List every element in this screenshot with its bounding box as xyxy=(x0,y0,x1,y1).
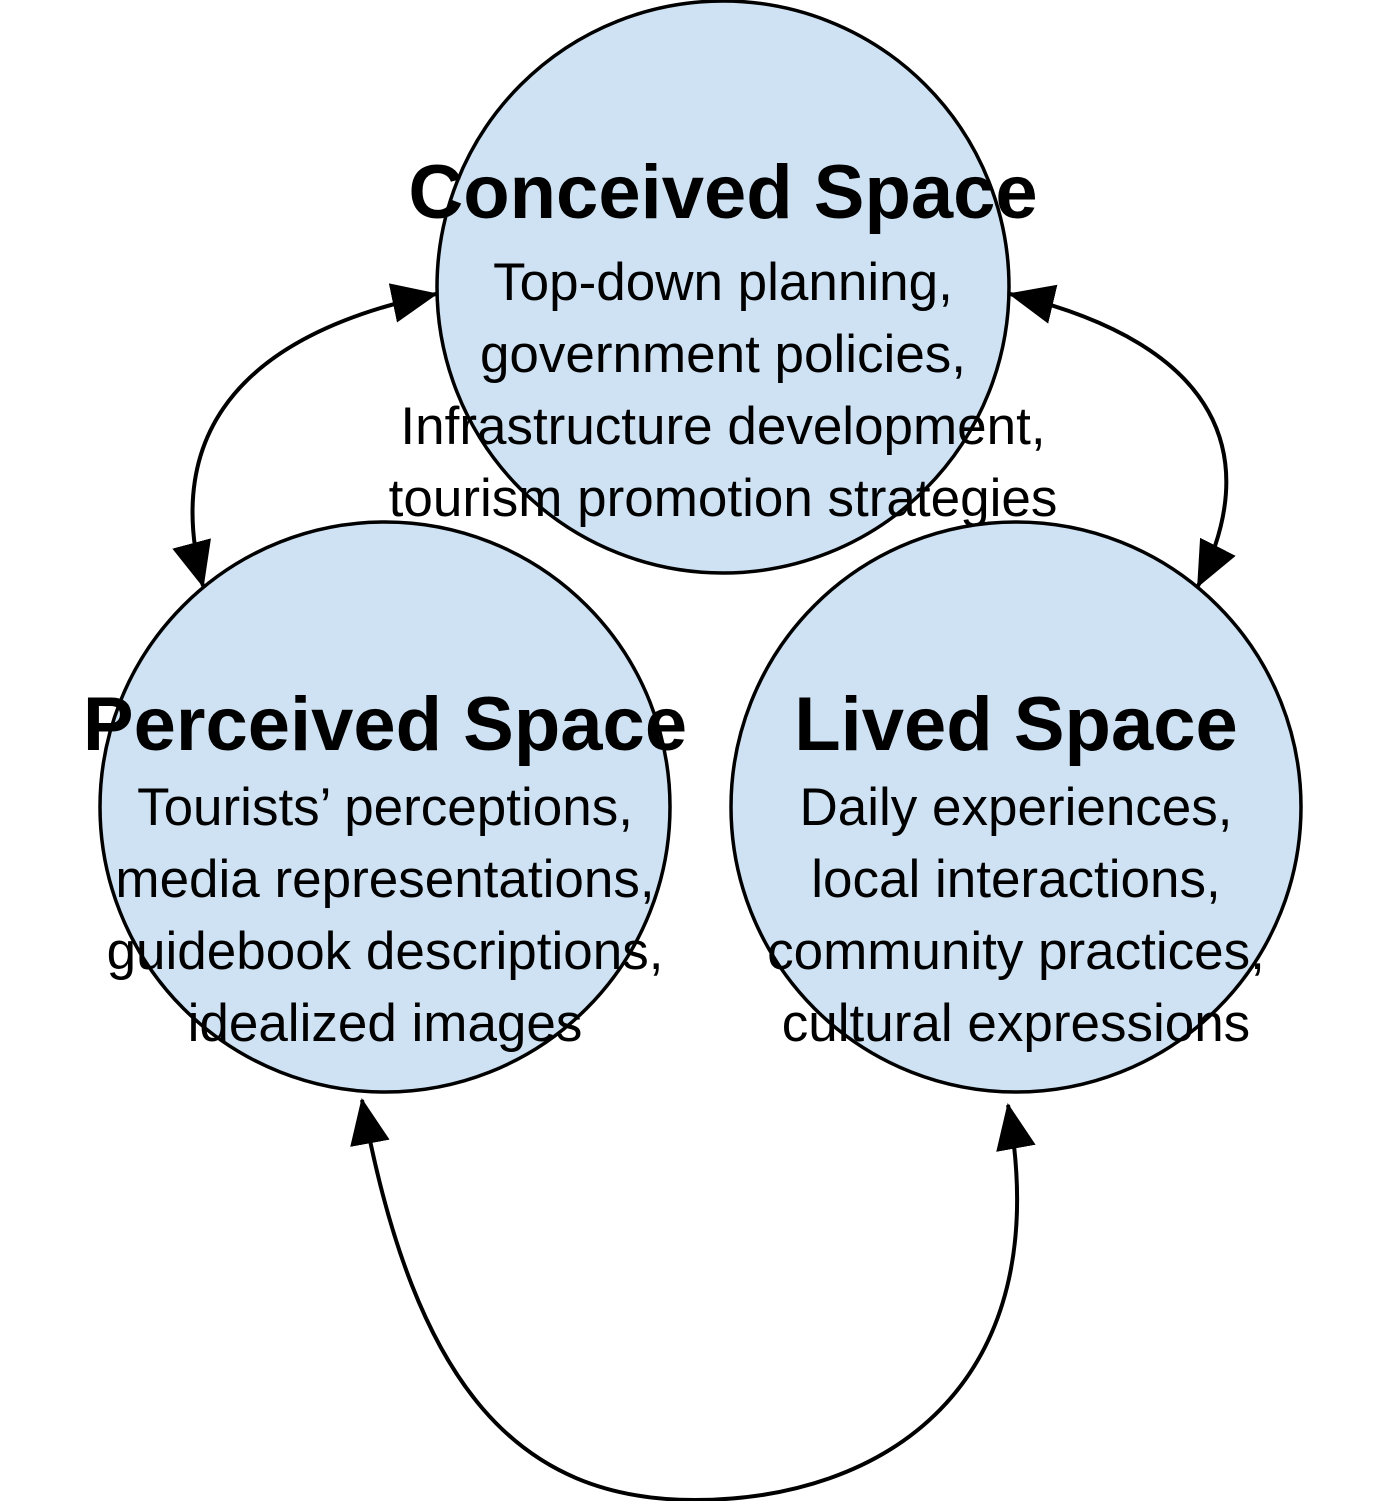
lived-space-node: Lived Space Daily experiences, local int… xyxy=(729,520,1303,1094)
conceived-space-description-line: Infrastructure development, xyxy=(400,397,1045,456)
perceived-space-circle xyxy=(98,520,672,1094)
conceived-space-description-line: government policies, xyxy=(480,325,966,384)
perceived-space-description-line: media representations, xyxy=(115,850,654,909)
conceived-space-circle xyxy=(435,0,1011,575)
arrow-perceived-conceived xyxy=(172,283,438,588)
lived-space-description-line: Daily experiences, xyxy=(799,778,1232,837)
lived-space-description-line: community practices, xyxy=(767,922,1265,981)
lived-space-description-line: local interactions, xyxy=(811,850,1220,909)
perceived-space-description-line: guidebook descriptions, xyxy=(107,922,664,981)
perceived-space-description-line: idealized images xyxy=(188,994,583,1053)
lived-space-circle xyxy=(729,520,1303,1094)
perceived-space-node: Perceived Space Tourists’ perceptions, m… xyxy=(83,520,687,1094)
conceived-space-node: Conceived Space Top-down planning, gover… xyxy=(389,0,1058,575)
lived-space-description-line: cultural expressions xyxy=(782,994,1250,1053)
perceived-space-description-line: Tourists’ perceptions, xyxy=(137,778,633,837)
arrow-perceived-lived xyxy=(350,1098,1036,1501)
arrow-conceived-lived xyxy=(1008,284,1236,588)
perceived-space-title: Perceived Space xyxy=(83,682,687,767)
lived-space-title: Lived Space xyxy=(794,682,1238,767)
conceived-space-description-line: tourism promotion strategies xyxy=(389,469,1058,528)
conceived-space-description-line: Top-down planning, xyxy=(493,253,953,312)
conceived-space-title: Conceived Space xyxy=(408,150,1037,235)
